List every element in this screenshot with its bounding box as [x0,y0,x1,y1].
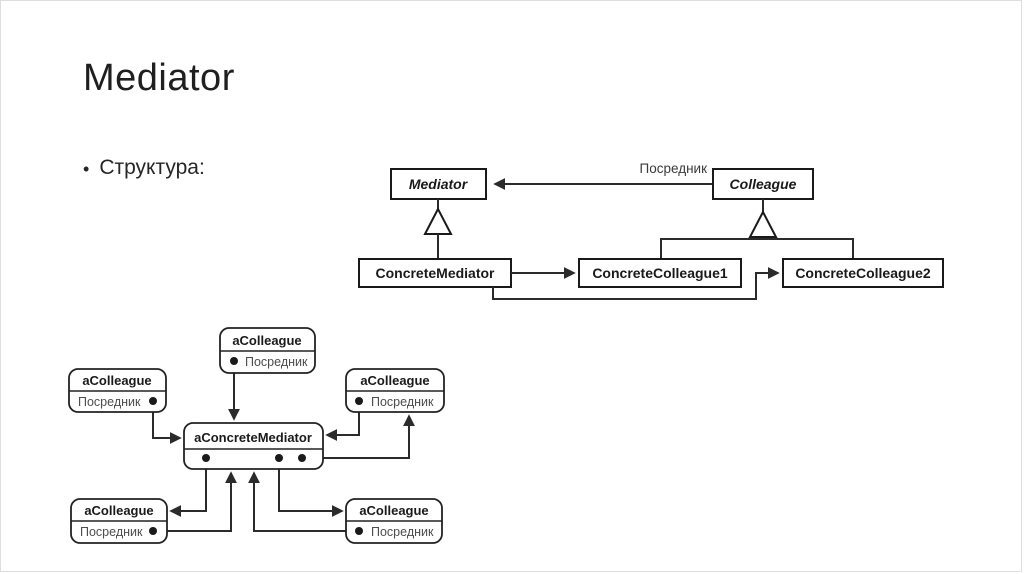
object-box-colleague-bottom-left: aColleague Посредник [70,498,168,544]
wire-bottom-right-colleague-to-mediator [248,471,359,532]
bullet-line: • Структура: [83,156,205,180]
object-title: aColleague [359,503,428,518]
bullet-icon: • [83,159,90,179]
object-attribute: Посредник [80,525,143,539]
mediator-class-label: Mediator [409,176,469,192]
object-title: aColleague [84,503,153,518]
object-attribute: Посредник [371,525,434,539]
concrete-mediator-class-label: ConcreteMediator [375,265,495,281]
mediator-inheritance-triangle-icon [423,206,453,235]
wire-mediator-to-right-colleague [302,414,415,459]
wire-left-colleague-to-mediator [152,401,182,444]
object-title: aColleague [82,373,151,388]
object-box-concrete-mediator: aConcreteMediator [183,422,324,470]
object-box-colleague-bottom-right: aColleague Посредник [345,498,443,544]
colleague-inheritance-branch [660,238,854,259]
colleague-class-label: Colleague [730,176,797,192]
colleague-class-box [712,168,814,200]
object-title: aColleague [232,333,301,348]
concrete-colleague1-class-label: ConcreteColleague1 [592,265,728,281]
object-attribute: Посредник [371,395,434,409]
class-diagram: Посредник Mediator Colleague ConcreteMed… [358,161,944,300]
reference-dot-icon [275,454,283,462]
object-title: aConcreteMediator [194,430,312,445]
concrete-mediator-class-box [358,258,512,288]
object-box-colleague-top: aColleague Посредник [219,327,316,374]
wire-mediator-to-bottom-right-colleague [278,458,344,517]
reference-dot-icon [149,397,157,405]
association-label: Посредник [640,161,708,176]
object-box-colleague-right: aColleague Посредник [345,368,445,413]
object-diagram: aColleague Посредник aColleague Посредни… [68,327,445,544]
object-title: aColleague [360,373,429,388]
concrete-colleague2-class-label: ConcreteColleague2 [795,265,931,281]
reference-dot-icon [355,397,363,405]
object-attribute: Посредник [78,395,141,409]
concrete-colleague2-class-box [782,258,944,288]
concrete-colleague1-class-box [578,258,742,288]
reference-dot-icon [202,454,210,462]
object-attribute: Посредник [245,355,308,369]
reference-dot-icon [230,357,238,365]
object-box-colleague-left: aColleague Посредник [68,368,167,413]
reference-dot-icon [149,527,157,535]
reference-dot-icon [355,527,363,535]
arrow-mediator-to-colleague2 [492,267,780,300]
reference-dot-icon [298,454,306,462]
object-box [183,422,324,470]
wire-mediator-to-bottom-left-colleague [169,458,207,517]
bullet-text: Структура: [99,156,205,179]
wire-bottom-left-colleague-to-mediator [153,471,237,532]
page-title: Mediator [83,57,235,99]
colleague-inheritance-triangle-icon [748,209,778,238]
